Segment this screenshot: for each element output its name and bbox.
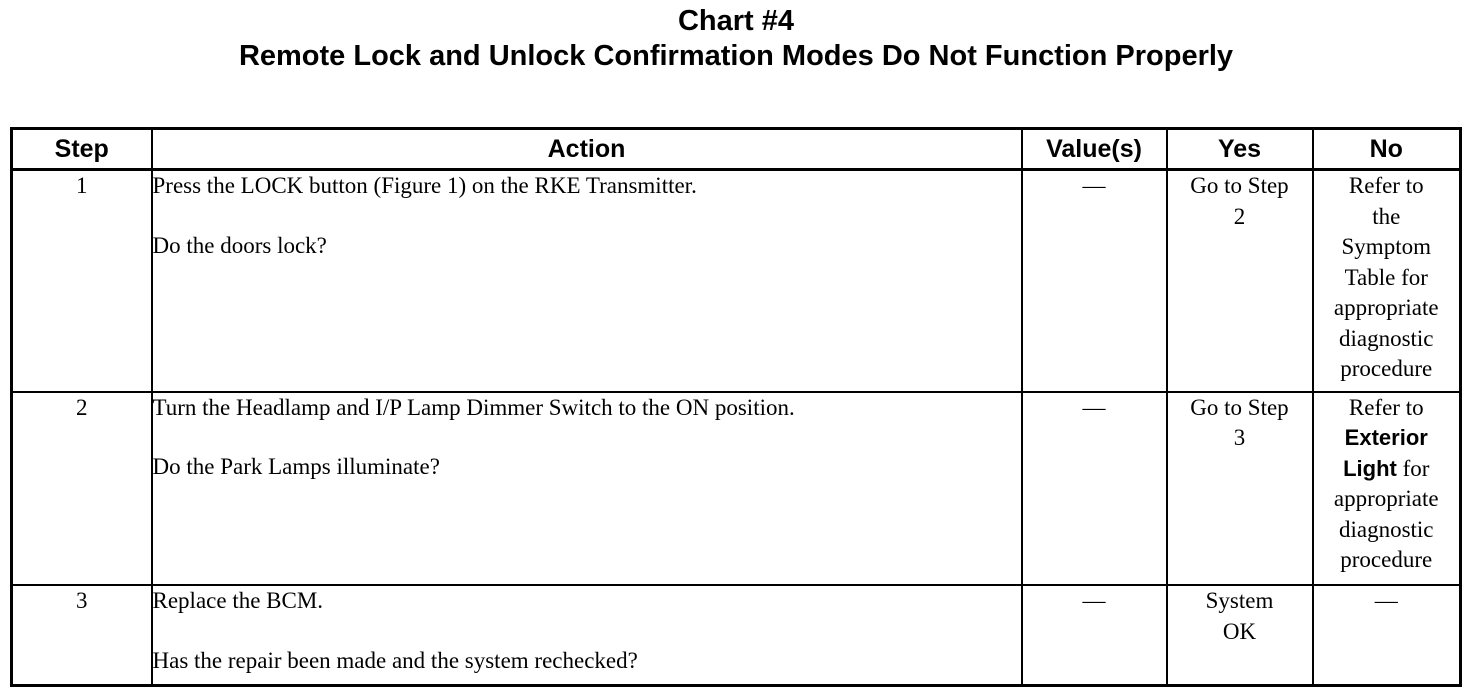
chart-title: Chart #4 (677, 5, 795, 37)
no-cell: Refer to Exterior Light for appropriate … (1311, 390, 1462, 587)
action-question: Do the Park Lamps illuminate? (152, 454, 440, 480)
step-number: 2 (10, 390, 153, 587)
table-row: 2 Turn the Headlamp and I/P Lamp Dimmer … (10, 390, 1462, 587)
no-reference-line: Light for (1314, 454, 1460, 485)
header-step: Step (10, 127, 153, 171)
no-reference-bold: Exterior (1344, 425, 1428, 451)
no-text-line: appropriate (1333, 486, 1439, 512)
no-text-line: diagnostic (1338, 516, 1434, 542)
yes-cell: System OK (1165, 584, 1314, 687)
yes-cell: Go to Step 2 (1165, 168, 1314, 393)
yes-step-number: 3 (1233, 425, 1246, 451)
no-text-line: Symptom (1341, 234, 1431, 259)
no-cell: Refer to the Symptom Table for appropria… (1311, 168, 1462, 393)
no-text-line: procedure (1340, 356, 1433, 381)
yes-cell: Go to Step 3 (1165, 390, 1314, 587)
no-text-line: procedure (1340, 547, 1433, 573)
diagnostic-table: Step Action Value(s) Yes No 1 Press the … (10, 127, 1462, 687)
value-cell: — (1020, 584, 1168, 687)
table-row: 3 Replace the BCM. Has the repair been m… (10, 584, 1462, 687)
action-question: Do the doors lock? (152, 232, 327, 258)
action-cell: Press the LOCK button (Figure 1) on the … (150, 168, 1023, 393)
yes-text: System (1205, 588, 1274, 614)
action-instruction: Turn the Headlamp and I/P Lamp Dimmer Sw… (152, 394, 795, 420)
chart-subtitle: Remote Lock and Unlock Confirmation Mode… (238, 40, 1234, 72)
value-cell: — (1020, 390, 1168, 587)
yes-step-number: 2 (1233, 203, 1246, 229)
action-instruction: Replace the BCM. (152, 588, 324, 614)
no-cell: — (1311, 584, 1462, 687)
table-row: 1 Press the LOCK button (Figure 1) on th… (10, 168, 1462, 393)
action-cell: Turn the Headlamp and I/P Lamp Dimmer Sw… (150, 390, 1023, 587)
no-text-line: Table for (1344, 264, 1428, 290)
action-cell: Replace the BCM. Has the repair been mad… (150, 584, 1023, 687)
no-text-line: Refer to (1348, 173, 1424, 198)
chart-titles: Chart #4 Remote Lock and Unlock Confirma… (0, 4, 1472, 74)
step-number: 3 (10, 584, 153, 687)
no-text-line: Refer to (1348, 394, 1424, 420)
header-no: No (1311, 127, 1462, 171)
yes-text: OK (1222, 618, 1257, 644)
header-action: Action (150, 127, 1023, 171)
no-text-line: diagnostic (1338, 325, 1434, 351)
header-values: Value(s) (1020, 127, 1168, 171)
header-yes: Yes (1165, 127, 1314, 171)
action-instruction: Press the LOCK button (Figure 1) on the … (152, 173, 697, 198)
no-text-fragment: for (1396, 455, 1430, 481)
yes-text: Go to Step (1190, 394, 1289, 420)
no-text-line: appropriate (1333, 295, 1439, 320)
table-header-row: Step Action Value(s) Yes No (10, 127, 1462, 171)
no-reference-bold: Light (1343, 455, 1397, 481)
no-text-line: the (1372, 203, 1401, 229)
yes-text: Go to Step (1190, 173, 1289, 198)
step-number: 1 (10, 168, 153, 393)
value-cell: — (1020, 168, 1168, 393)
action-question: Has the repair been made and the system … (152, 647, 638, 673)
